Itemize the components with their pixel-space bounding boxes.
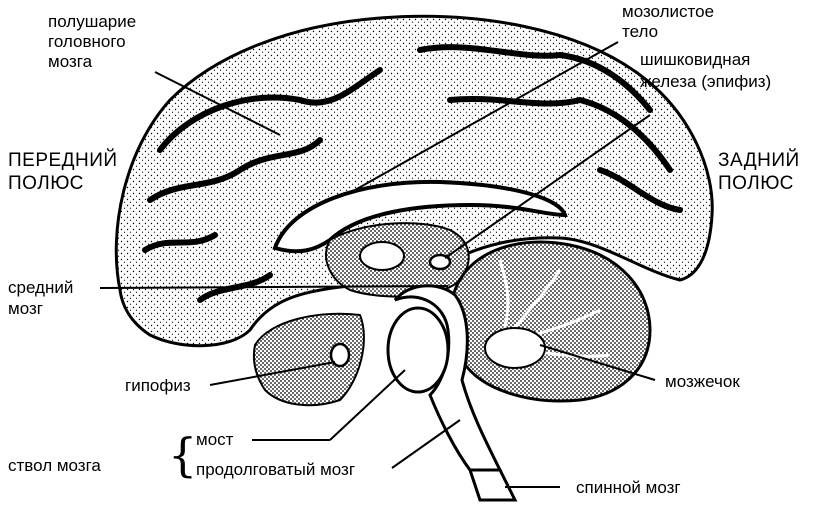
spinal-cord-shape xyxy=(467,468,518,502)
label-hemisphere-line-3: мозга xyxy=(48,52,93,71)
temporal-lobe-shape xyxy=(252,312,365,407)
brainstem-brace: { xyxy=(168,428,198,482)
cerebellum-shape xyxy=(449,240,652,403)
label-back-pole-line-1: ЗАДНИЙ xyxy=(718,150,800,171)
label-corpus-callosum-line-2: тело xyxy=(622,22,659,41)
label-hemisphere-line-1: полушарие xyxy=(48,12,137,31)
label-pineal-line-1: шишковидная xyxy=(640,50,751,69)
gyri-lines xyxy=(142,44,683,303)
label-pituitary: гипофиз xyxy=(125,376,191,395)
label-pineal-line-2: железа (эпифиз) xyxy=(640,72,772,91)
pituitary-shape xyxy=(329,342,351,368)
label-brainstem: ствол мозга xyxy=(8,456,101,475)
label-cerebellum: мозжечок xyxy=(665,372,740,391)
label-back-pole-line-2: ПОЛЮС xyxy=(718,173,794,194)
pineal-shape xyxy=(428,253,452,271)
label-hemisphere-line-2: головного xyxy=(48,32,126,51)
label-corpus-callosum-line-1: мозолистое xyxy=(622,2,715,21)
label-front-pole-line-1: ПЕРЕДНИЙ xyxy=(8,150,118,171)
label-medulla: продолговатый мозг xyxy=(196,460,356,479)
label-midbrain-line-2: мозг xyxy=(8,299,43,318)
label-pons: мост xyxy=(196,430,234,449)
label-spinal-cord: спинной мозг xyxy=(576,478,681,497)
label-midbrain-line-1: средний xyxy=(8,278,74,297)
leader-lines xyxy=(99,41,656,488)
label-front-pole-line-2: ПОЛЮС xyxy=(8,173,84,194)
